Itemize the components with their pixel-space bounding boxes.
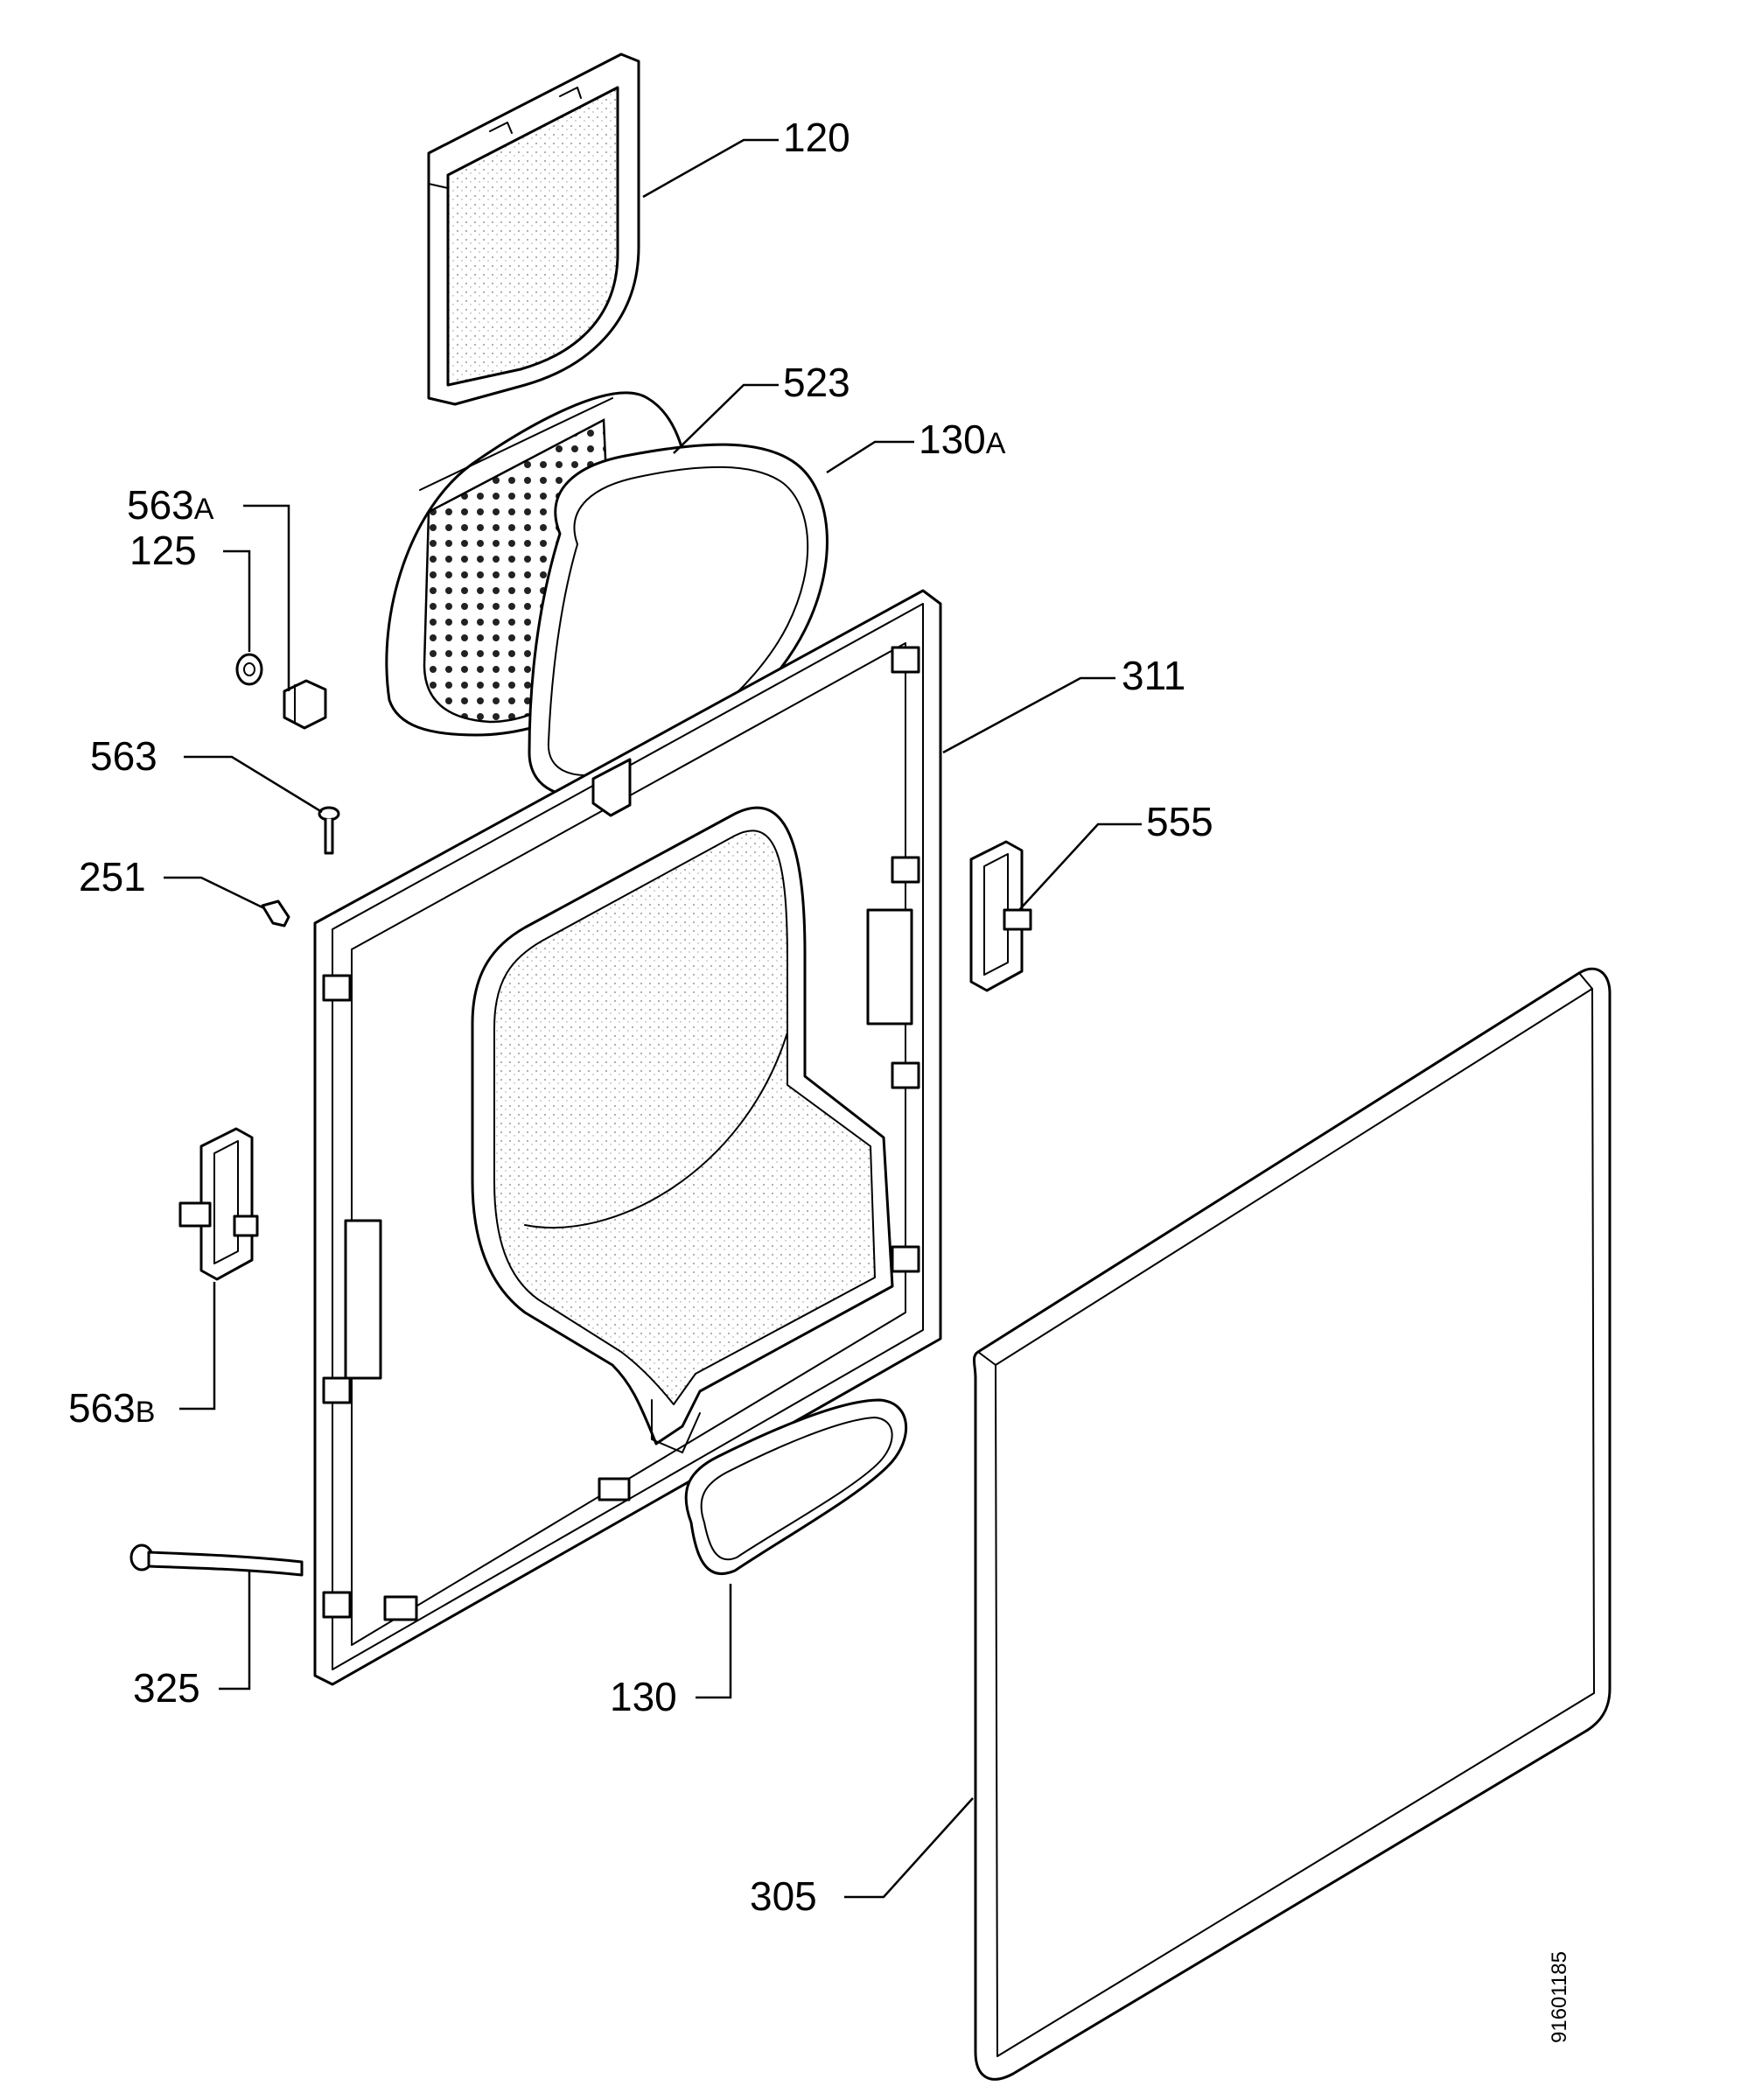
part-120-filter-frame (427, 52, 640, 406)
callout-563b-number: 563 (68, 1385, 136, 1431)
callout-130a-suffix: A (986, 427, 1006, 460)
part-563a-clip (283, 679, 327, 730)
callout-120: 120 (783, 115, 850, 160)
callout-130a: 130A (919, 416, 1006, 462)
callout-523: 523 (783, 360, 850, 405)
callout-563b: 563B (68, 1385, 155, 1431)
callout-563: 563 (90, 733, 157, 779)
part-125-washer (235, 653, 263, 686)
callout-563a-number: 563 (127, 482, 194, 528)
callout-130: 130 (610, 1674, 677, 1719)
callout-563a: 563A (127, 482, 214, 528)
part-555-hinge (969, 840, 1032, 992)
callout-125: 125 (129, 528, 197, 573)
leader-lines (164, 138, 1142, 1899)
callout-563a-suffix: A (194, 493, 214, 526)
callout-labels: 120 523 130A 563A 125 311 563 555 251 56… (68, 115, 1213, 1919)
callout-130a-number: 130 (919, 416, 986, 462)
drawing-code: 91601185 (1548, 1951, 1571, 2043)
part-305-outer-door-panel (973, 967, 1612, 2081)
part-563b-hinge (178, 1127, 259, 1281)
callout-555: 555 (1146, 799, 1213, 844)
part-251-pin (261, 900, 290, 928)
callout-325: 325 (133, 1665, 200, 1711)
part-325-cable (129, 1544, 304, 1577)
callout-305: 305 (750, 1873, 817, 1919)
part-563-screw (318, 806, 340, 855)
callout-563b-suffix: B (136, 1396, 156, 1429)
part-311-door-frame (313, 589, 942, 1686)
callout-311: 311 (1122, 653, 1185, 698)
callout-251: 251 (79, 854, 146, 900)
part-130a-gasket (528, 443, 829, 798)
part-130-small-gasket (684, 1398, 907, 1576)
